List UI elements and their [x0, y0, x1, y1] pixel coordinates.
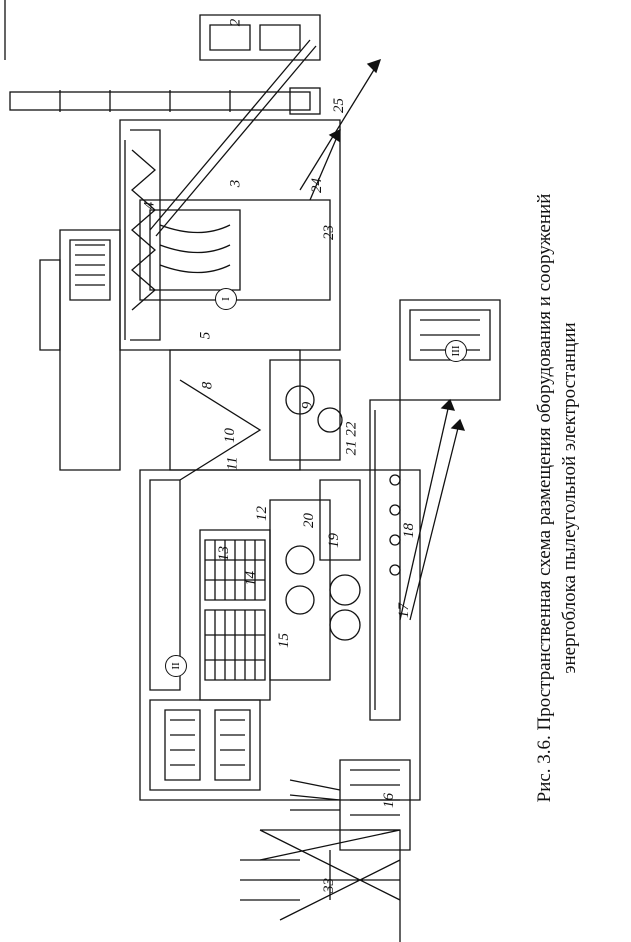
bunker-section	[169, 349, 343, 481]
fuel-supply	[4, 0, 321, 237]
label-14: 14	[243, 571, 259, 586]
label-roman-3: III	[445, 340, 467, 362]
label-10: 10	[222, 428, 238, 443]
boiler-house	[39, 119, 341, 471]
chimney	[9, 87, 321, 115]
label-11: 11	[224, 456, 241, 471]
transmission-tower	[240, 829, 401, 942]
figure-caption-line-1: Рис. 3.6. Пространственная схема размеще…	[534, 193, 555, 803]
output-lines	[299, 58, 466, 721]
label-21-22: 21 22	[343, 421, 360, 456]
label-20: 20	[301, 513, 317, 528]
label-16: 16	[381, 793, 397, 808]
turbine-hall	[139, 469, 421, 801]
label-roman-1: I	[215, 288, 237, 310]
label-12: 12	[254, 506, 270, 521]
label-8: 8	[199, 381, 216, 390]
pump-station	[399, 299, 501, 401]
label-5: 5	[197, 331, 214, 340]
label-13: 13	[216, 546, 232, 561]
label-18: 18	[401, 523, 417, 538]
label-4: 4	[141, 201, 158, 210]
transformer	[289, 759, 411, 851]
label-25: 25	[331, 98, 347, 113]
label-roman-2: II	[165, 655, 187, 677]
figure-caption-line-2: энергоблока пылеугольной электростанции	[559, 322, 580, 674]
label-15: 15	[276, 633, 292, 648]
label-33: 33	[321, 878, 337, 893]
label-3: 3	[227, 179, 244, 188]
label-23: 23	[321, 225, 337, 240]
label-9: 9	[299, 401, 316, 410]
label-17: 17	[396, 603, 412, 618]
label-19: 19	[326, 533, 342, 548]
label-24: 24	[309, 178, 325, 193]
label-2: 2	[227, 18, 244, 27]
